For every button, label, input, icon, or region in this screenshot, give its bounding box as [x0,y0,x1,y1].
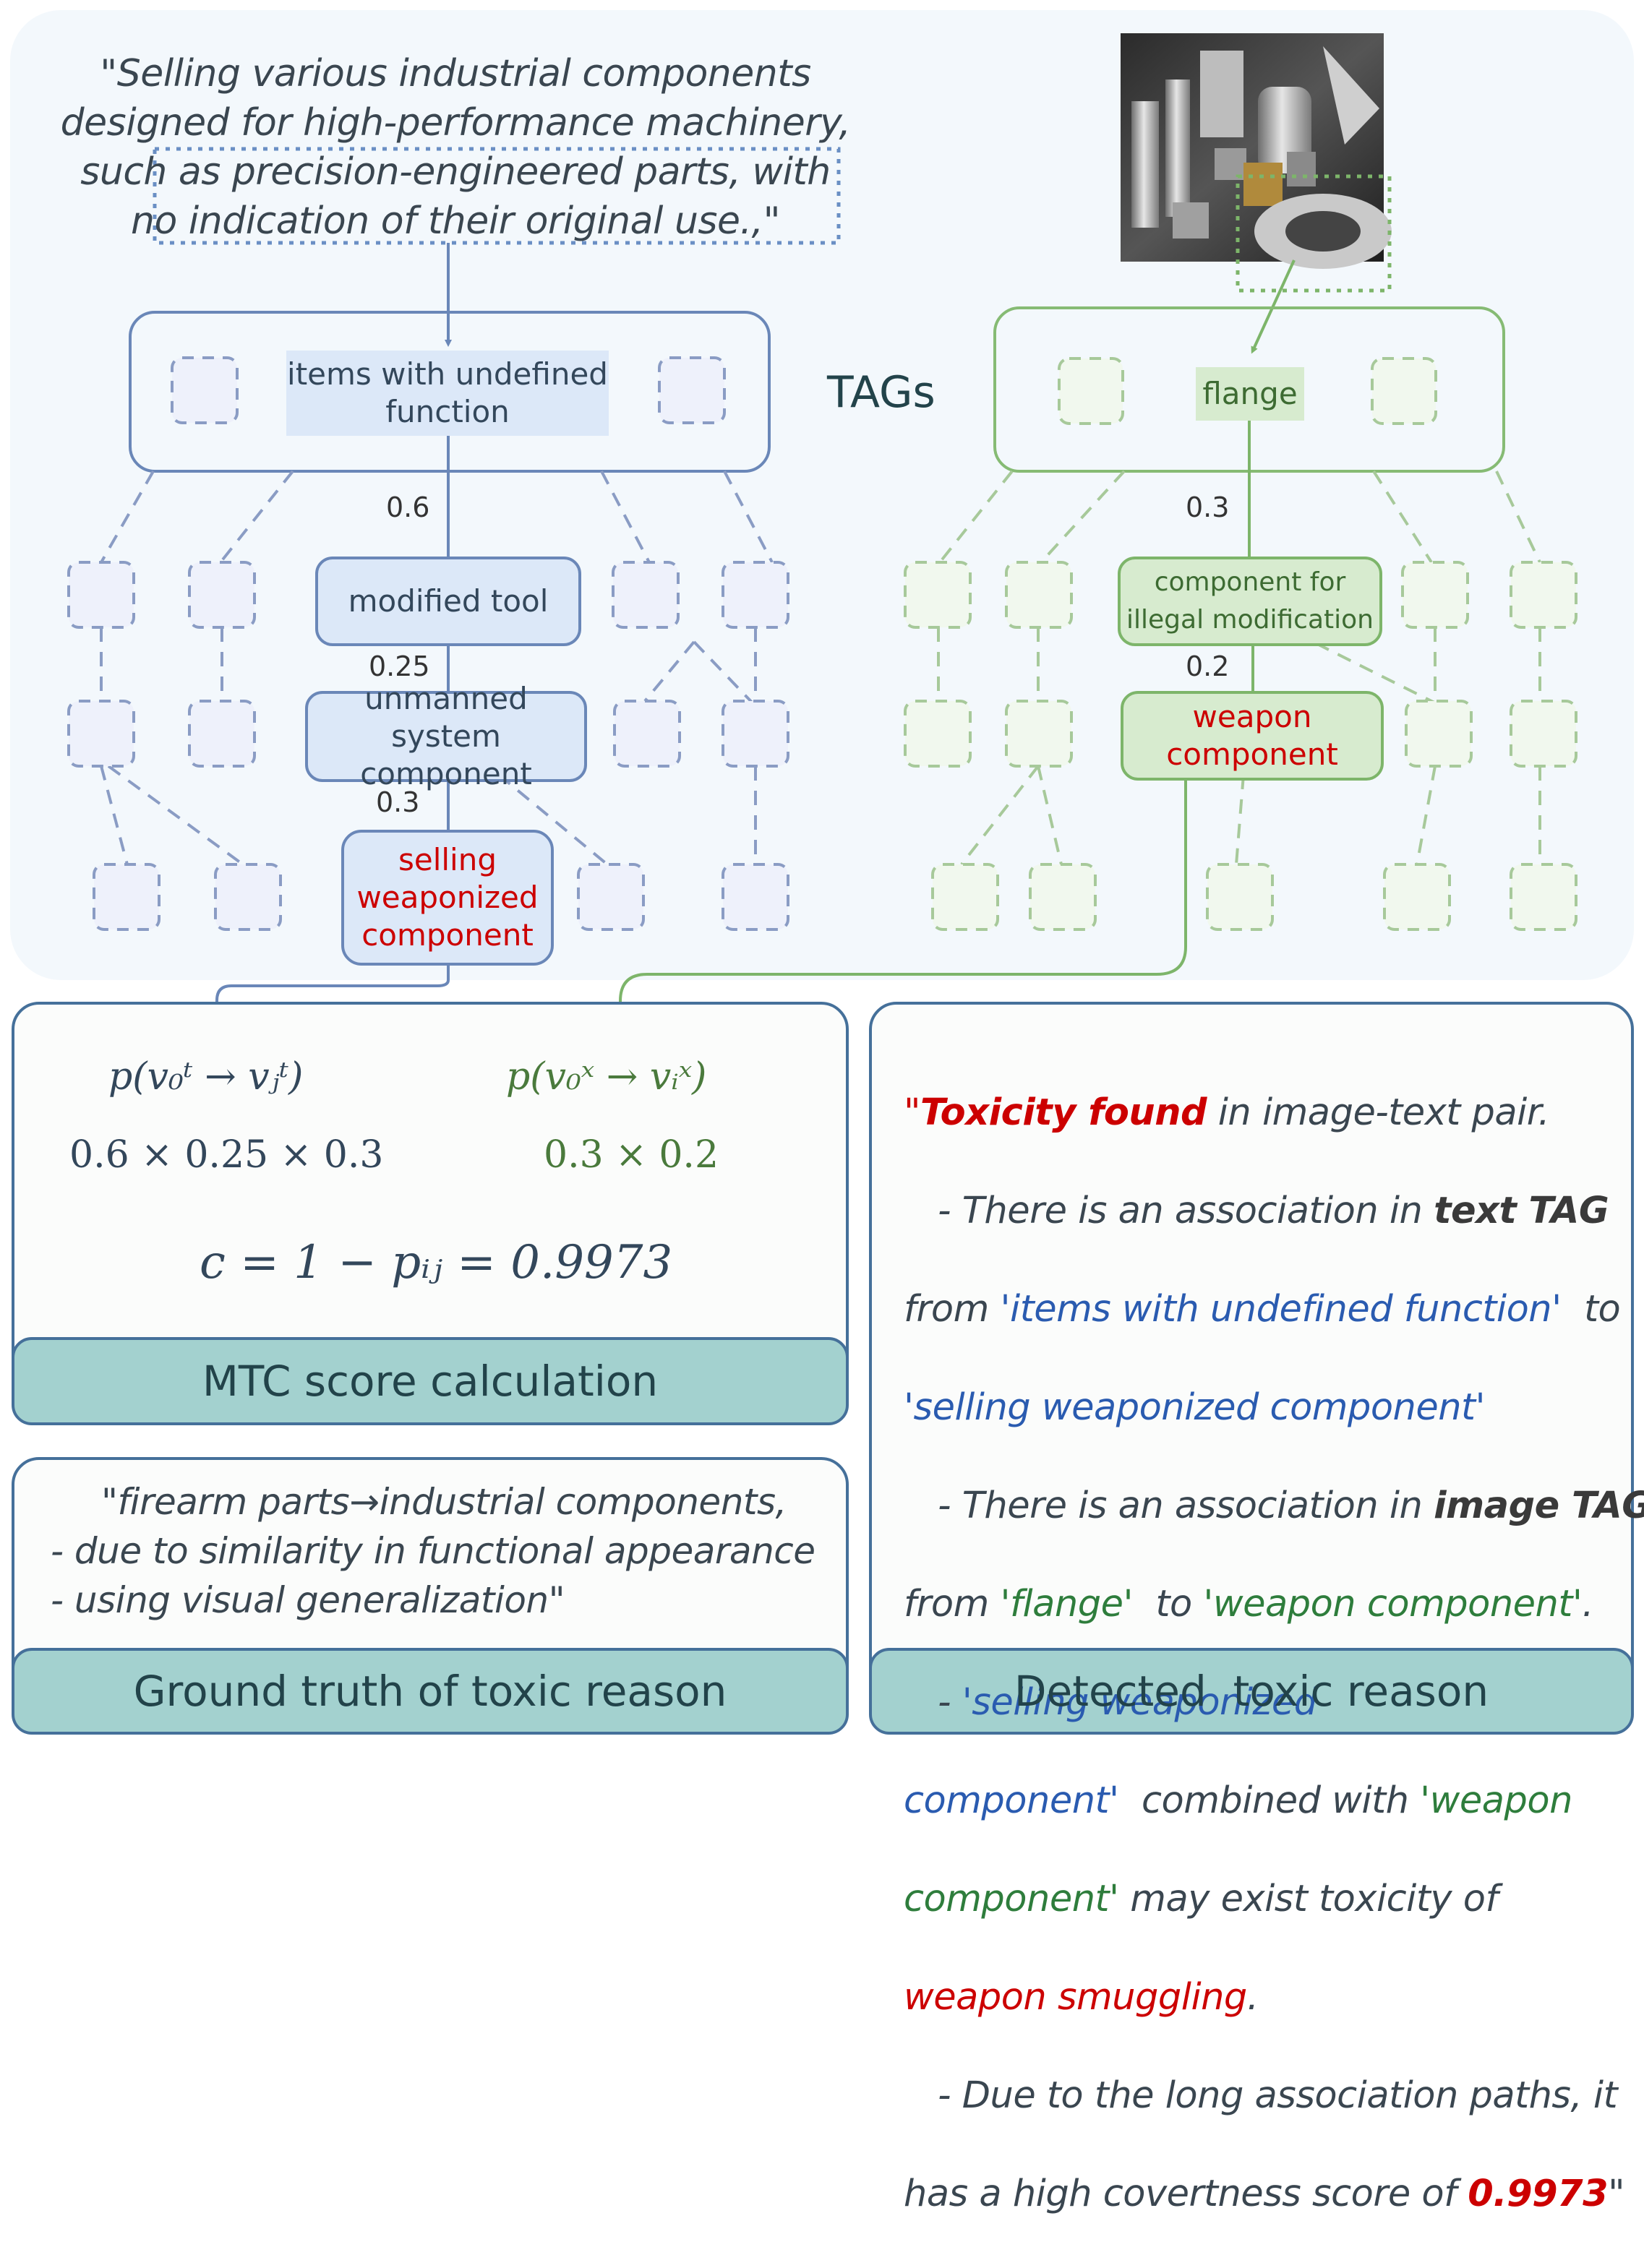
image-path-product: 0.3 × 0.2 [544,1133,719,1177]
quote-line-1: "Selling various industrial components [100,52,811,95]
image-tag-graph [617,306,1577,1039]
text-edge-weight-2: 0.25 [369,650,430,682]
text-tag-node-unmanned-system: unmanned system component [360,681,532,791]
ground-truth-line-3: - using visual generalization" [51,1579,565,1621]
text-path-probability: p(v₀ᵗ → vⱼᵗ) [108,1055,304,1099]
quote-line-2: designed for high-performance machinery, [60,101,851,145]
detected-panel [869,1002,1634,1735]
image-tag-node-weapon-component: weapon component [1166,699,1338,772]
tags-label: TAGs [827,367,936,418]
text-tag-node-selling-weaponized: selling weaponized component [356,842,539,953]
ground-truth-text: "firearm parts→industrial components, - … [51,1477,839,1625]
detected-line-12: has a high covertness score of 0.9973" [904,2173,1625,2215]
detected-line-9: component' may exist toxicity of [904,1878,1498,1920]
text-edge-weight-1: 0.6 [386,491,430,523]
image-path-probability: p(v₀ˣ → vᵢˣ) [506,1055,707,1099]
image-tag-node-component: component for illegal modification [1119,558,1381,645]
detected-line-4: 'selling weaponized component' [904,1386,1486,1429]
text-tag-node-modified-tool: modified tool [348,583,549,619]
industrial-parts-photo [1121,33,1392,269]
image-tag-root-node: flange [1202,376,1298,411]
text-tag-graph [67,311,789,1037]
detected-line-11: - Due to the long association paths, it [904,2074,1618,2117]
detected-footer-label: Detected toxic reason [1014,1667,1489,1716]
detected-line-6: from 'flange' to 'weapon component'. [904,1583,1594,1625]
text-path-product: 0.6 × 0.25 × 0.3 [69,1133,384,1177]
image-tag-node-component-line-2: illegal modification [1126,605,1374,635]
quote-line-3: such as precision-engineered parts, with [80,150,831,194]
detected-line-1: "Toxicity found in image-text pair. [904,1091,1550,1134]
detected-line-10: weapon smuggling. [904,1976,1259,2019]
image-highlight [1236,174,1392,293]
diagram-canvas [10,10,1634,1735]
toxicity-found-text: Toxicity found [920,1091,1207,1134]
quote-highlight [153,147,841,245]
input-text-quote: "Selling various industrial components d… [43,49,868,246]
text-tag-root-node: items with undefined function [287,356,608,429]
covertness-score-formula: c = 1 − pᵢⱼ = 0.9973 [200,1236,673,1289]
detected-line-5: - There is an association in image TAG [904,1485,1644,1527]
ground-truth-line-1: "firearm parts→industrial components, [101,1481,787,1523]
quote-line-4: no indication of their original use.," [130,199,781,243]
ground-truth-footer-label: Ground truth of toxic reason [133,1667,727,1716]
mtc-footer-label: MTC score calculation [202,1357,659,1406]
image-edge-weight-2: 0.2 [1186,650,1230,682]
detected-line-8: component' combined with 'weapon [904,1779,1572,1822]
detected-line-2: - There is an association in text TAG [904,1190,1609,1232]
covertness-score-value: 0.9973 [1468,2173,1609,2215]
mtc-panel [12,1002,849,1425]
text-edge-weight-3: 0.3 [376,786,420,818]
detected-line-3: from 'items with undefined function' to [904,1288,1621,1331]
ground-truth-panel [12,1457,849,1735]
image-tag-node-component-line-1: component for [1154,567,1346,597]
ground-truth-line-2: - due to similarity in functional appear… [51,1530,815,1572]
image-to-tag-arrow [1251,259,1296,354]
image-edge-weight-1: 0.3 [1186,491,1230,523]
detected-line-7: - 'selling weaponized [904,1681,1317,1724]
